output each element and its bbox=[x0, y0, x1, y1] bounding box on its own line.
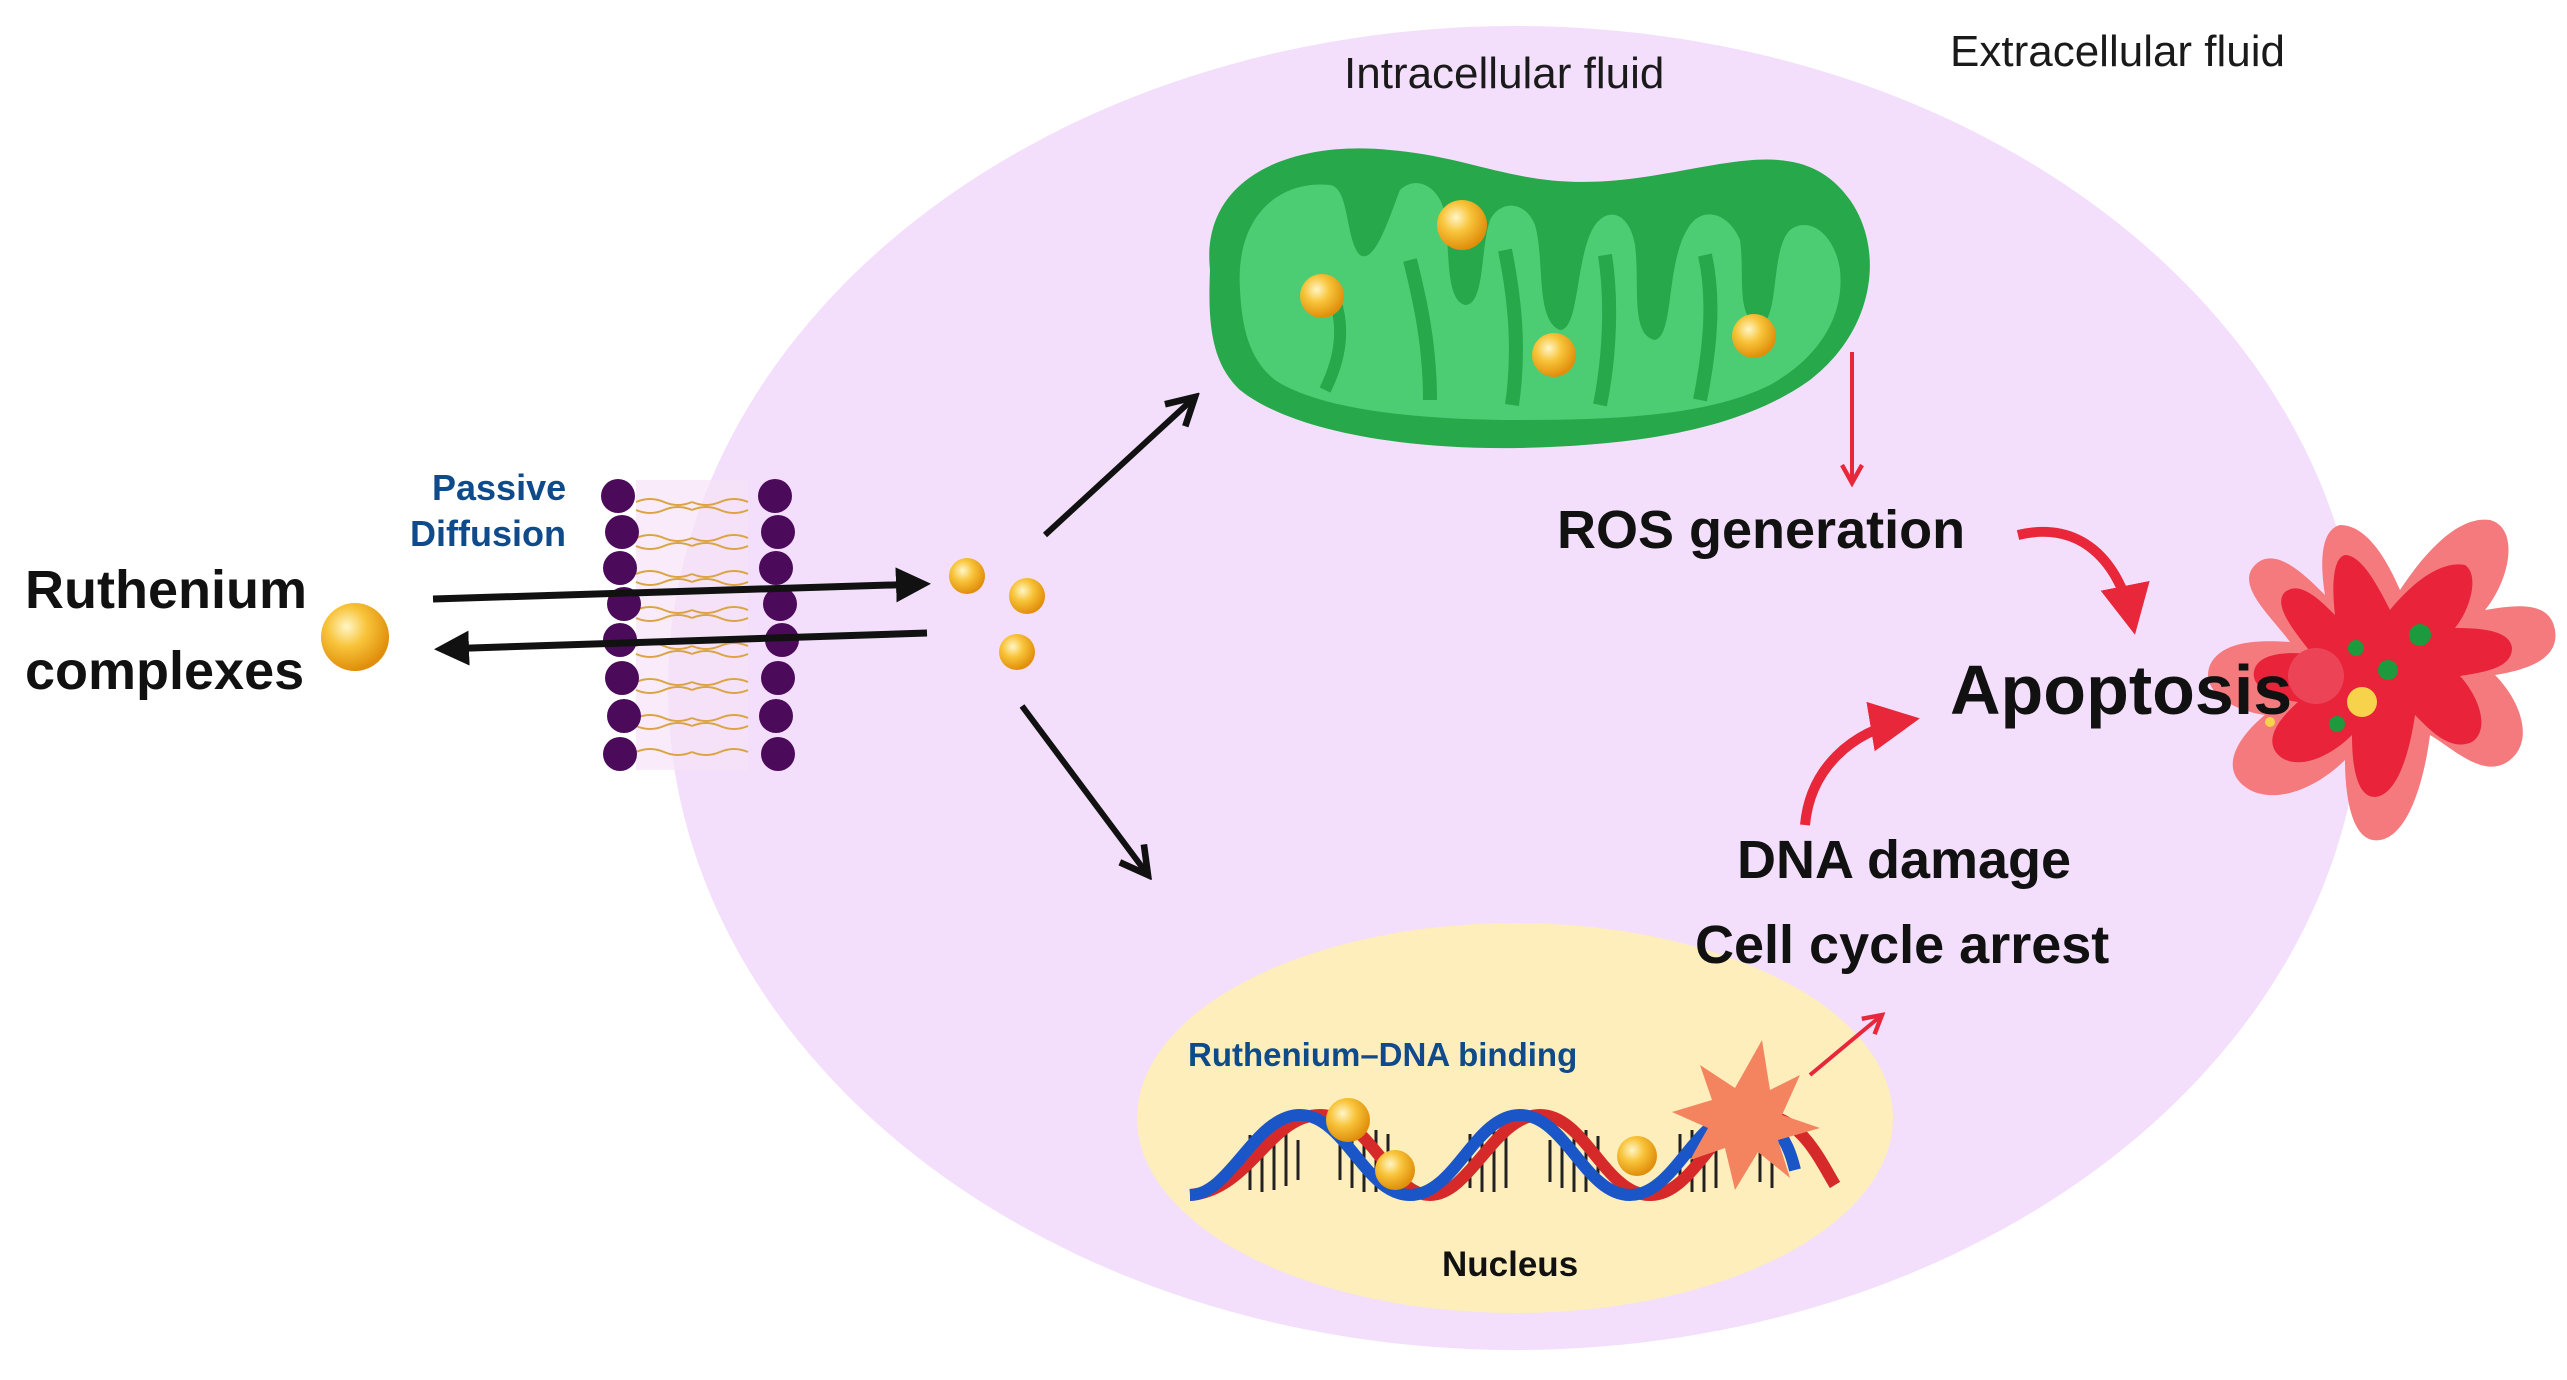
damage-burst-icon bbox=[1672, 1040, 1820, 1190]
cytoplasm-complex-3 bbox=[999, 634, 1035, 670]
passive-diffusion-label-line1: Passive bbox=[432, 467, 567, 508]
mitochondrion-icon bbox=[1209, 148, 1870, 449]
ros-label: ROS generation bbox=[1557, 500, 1966, 560]
cytoplasm-complex-1 bbox=[949, 558, 985, 594]
dna-complex-1 bbox=[1326, 1098, 1370, 1142]
cell-cytoplasm bbox=[668, 26, 2362, 1350]
to-nucleus-arrow bbox=[1019, 704, 1148, 875]
dna-complex-2 bbox=[1375, 1150, 1415, 1190]
ruthenium-label-line1: Ruthenium bbox=[25, 560, 307, 620]
ru-dna-binding-label: Ruthenium–DNA binding bbox=[1188, 1036, 1578, 1073]
extracellular-label: Extracellular fluid bbox=[1950, 27, 2286, 76]
damage-to-arrest-arrow bbox=[1808, 1015, 1882, 1077]
apoptotic-cell-icon bbox=[2208, 519, 2556, 841]
to-mitochondrion-arrow bbox=[1042, 397, 1195, 538]
mito-complex-4 bbox=[1732, 314, 1776, 358]
passive-diffusion-label-line2: Diffusion bbox=[410, 513, 566, 554]
intracellular-label: Intracellular fluid bbox=[1344, 49, 1665, 98]
dna-damage-label: DNA damage bbox=[1737, 830, 2072, 890]
dna-to-apoptosis-arrow bbox=[1800, 701, 1920, 826]
lipid-bilayer-icon bbox=[601, 479, 799, 771]
ruthenium-complex-icon bbox=[321, 603, 389, 671]
apoptosis-label: Apoptosis bbox=[1950, 651, 2293, 729]
cell-cycle-label: Cell cycle arrest bbox=[1695, 915, 2110, 975]
nucleus-label: Nucleus bbox=[1442, 1245, 1579, 1284]
efflux-arrow bbox=[434, 629, 928, 666]
cytoplasm-complex-2 bbox=[1009, 578, 1045, 614]
mito-complex-2 bbox=[1300, 274, 1344, 318]
mito-complex-1 bbox=[1437, 200, 1487, 250]
ruthenium-label-line2: complexes bbox=[25, 641, 305, 701]
ros-to-apoptosis-arrow bbox=[2016, 526, 2150, 635]
mito-complex-3 bbox=[1532, 333, 1576, 377]
influx-arrow bbox=[432, 567, 931, 603]
dna-complex-3 bbox=[1617, 1136, 1657, 1176]
